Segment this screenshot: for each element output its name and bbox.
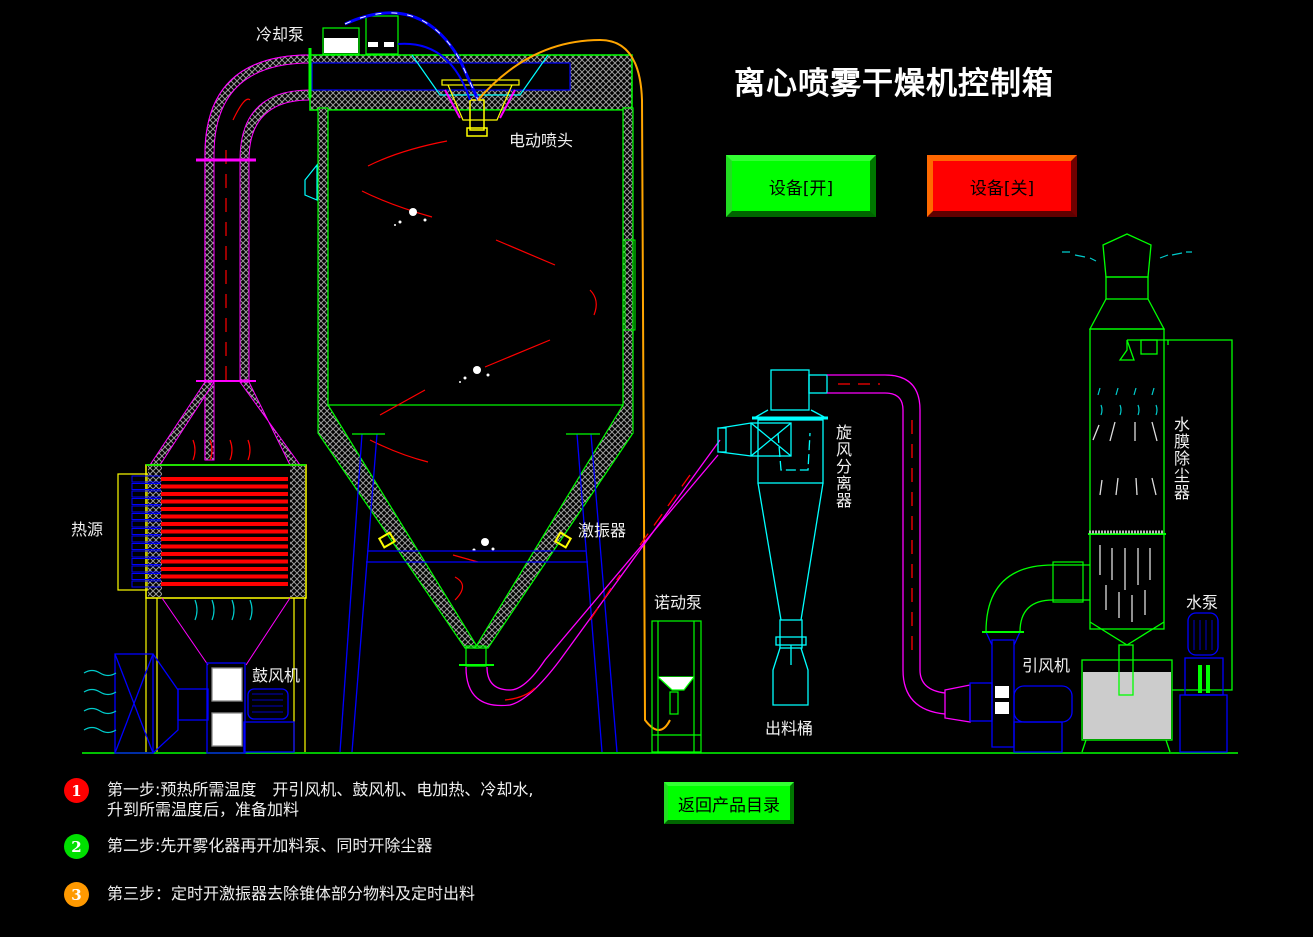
- step-text: 第一步:预热所需温度 开引风机、鼓风机、电加热、冷却水,: [107, 780, 534, 799]
- heater-coil: [131, 573, 161, 580]
- step-text: 升到所需温度后，准备加料: [107, 800, 300, 819]
- induced-draft-fan: [969, 561, 1090, 753]
- exhaust-duct: [827, 374, 971, 723]
- device-off-button[interactable]: 设备[关]: [927, 155, 1077, 217]
- label-electric-nozzle: 电动喷头: [509, 131, 574, 150]
- drying-chamber: [304, 54, 636, 667]
- label-heat-source: 热源: [71, 520, 104, 539]
- label-peristaltic-pump: 诺动泵: [654, 593, 703, 612]
- cooling-pump: [308, 11, 480, 101]
- hot-air-duct: [149, 54, 311, 466]
- blower: [114, 653, 295, 754]
- heater-coil: [131, 580, 161, 588]
- step-number-badge: 2: [64, 834, 89, 859]
- heater-coil: [131, 543, 161, 550]
- step-text: 第二步:先开雾化器再开加料泵、同时开除尘器: [107, 836, 433, 855]
- peristaltic-pump: [651, 620, 702, 753]
- step-number-badge: 3: [64, 882, 89, 907]
- label-cooling-pump: 冷却泵: [256, 25, 305, 44]
- heater-coil: [131, 520, 161, 528]
- feed-line: [477, 38, 671, 731]
- water-pump: [1179, 612, 1228, 753]
- product-duct: [465, 439, 721, 707]
- step-text: 第三步：定时开激振器去除锥体部分物料及定时出料: [107, 884, 476, 903]
- step-number-badge: 1: [64, 778, 89, 803]
- step-1: 1 第一步:预热所需温度 开引风机、鼓风机、电加热、冷却水,升到所需温度后，准备…: [64, 778, 533, 820]
- heater-coil: [131, 513, 161, 520]
- heater-coil: [131, 475, 161, 483]
- heater-coil: [131, 565, 161, 573]
- device-on-button[interactable]: 设备[开]: [726, 155, 876, 217]
- heater-coil: [131, 558, 161, 565]
- label-water-film-dust-collector: 水膜除尘器: [1174, 415, 1191, 502]
- cyclone-separator: [717, 369, 828, 706]
- label-water-pump: 水泵: [1186, 593, 1219, 612]
- heater-coil: [131, 535, 161, 543]
- heater: [117, 464, 307, 752]
- back-to-catalog-button[interactable]: 返回产品目录: [664, 782, 794, 824]
- page-title: 离心喷雾干燥机控制箱: [734, 66, 1054, 102]
- collector-spray-drops: [1097, 387, 1158, 416]
- label-induced-draft-fan: 引风机: [1022, 656, 1071, 675]
- step-2: 2 第二步:先开雾化器再开加料泵、同时开除尘器: [64, 834, 432, 859]
- heater-coil: [131, 498, 161, 505]
- heater-coil: [131, 528, 161, 535]
- step-3: 3 第三步：定时开激振器去除锥体部分物料及定时出料: [64, 882, 475, 907]
- label-blower: 鼓风机: [252, 666, 301, 685]
- label-discharge-bucket: 出料桶: [765, 719, 814, 738]
- heater-coil: [131, 505, 161, 513]
- water-film-dust-collector: [1081, 233, 1233, 753]
- label-vibrator: 激振器: [578, 521, 627, 540]
- exhaust-vapor: [1062, 251, 1192, 262]
- support-frame: [339, 433, 618, 753]
- heater-coil: [131, 550, 161, 558]
- label-cyclone-separator: 旋风分离器: [836, 423, 853, 510]
- heater-coil: [131, 483, 161, 490]
- powder-particles: [394, 208, 495, 552]
- dust-collector-water-streaks: [1089, 421, 1164, 622]
- intake-air-waves: [83, 669, 117, 734]
- heater-coil: [131, 490, 161, 498]
